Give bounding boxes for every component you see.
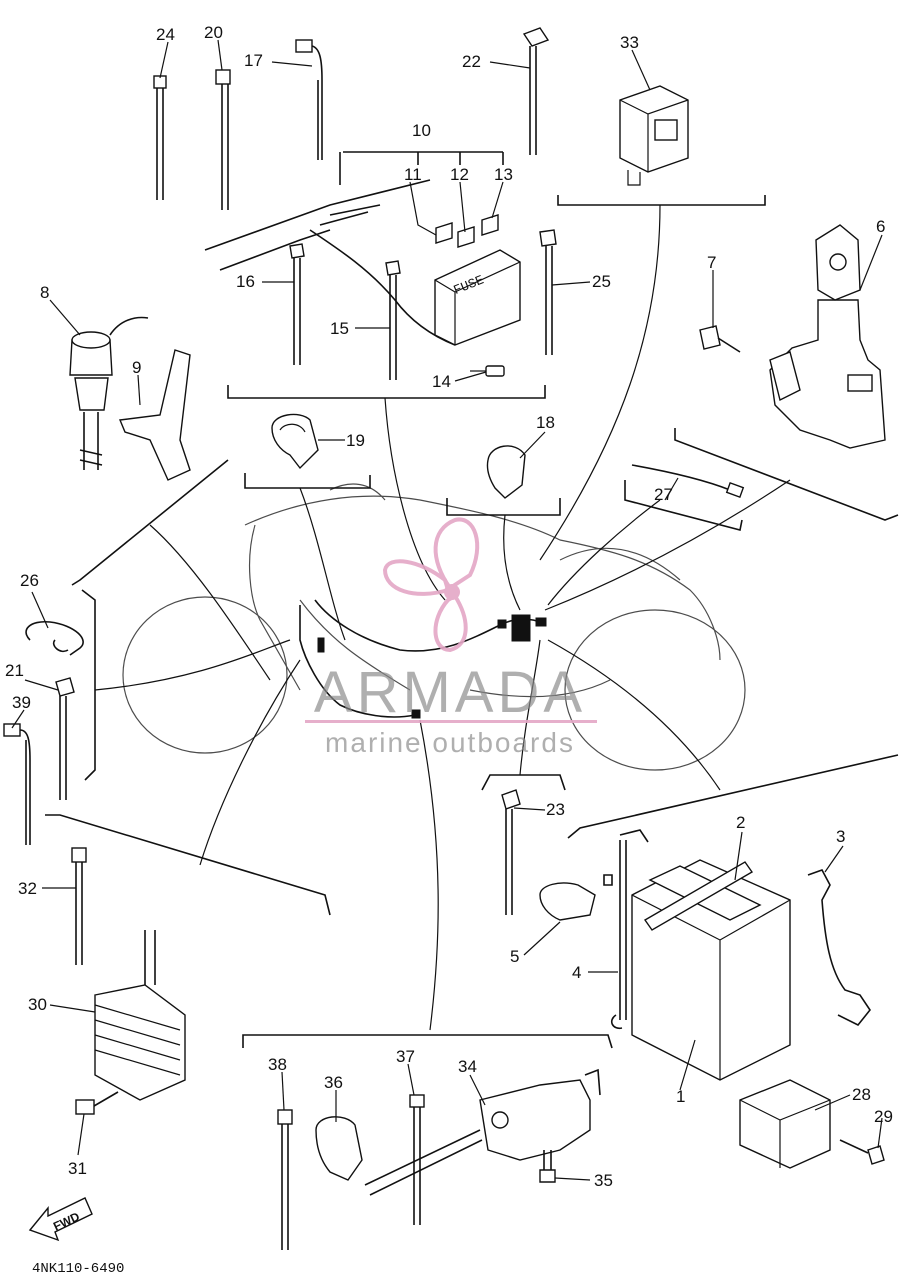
part-label-6: 6 — [876, 217, 885, 236]
part-label-20: 20 — [204, 23, 223, 42]
part-label-30: 30 — [28, 995, 47, 1014]
part-label-15: 15 — [330, 319, 349, 338]
relay-28-icon — [739, 1079, 831, 1169]
part-label-12: 12 — [450, 165, 469, 184]
part-label-37: 37 — [396, 1047, 415, 1066]
part-label-35: 35 — [594, 1171, 613, 1190]
drawing-code: 4NK110-6490 — [32, 1261, 124, 1274]
part-label-3: 3 — [836, 827, 845, 846]
bracket-9-icon — [118, 349, 191, 481]
part-label-38: 38 — [268, 1055, 287, 1074]
part-label-24: 24 — [156, 25, 175, 44]
fuse-box-icon: FUSE — [434, 249, 521, 346]
part-label-8: 8 — [40, 283, 49, 302]
bolt-31-icon — [75, 1091, 119, 1115]
screw-14-icon — [470, 365, 505, 377]
cable-tie-icons — [3, 27, 745, 1250]
watermark-divider — [305, 720, 597, 723]
part-label-27: 27 — [654, 485, 673, 504]
propeller-logo-icon — [382, 517, 480, 653]
fuse-icons — [435, 214, 499, 248]
battery-band-2-icon — [643, 861, 754, 931]
part-label-33: 33 — [620, 33, 639, 52]
screw-35-icon — [539, 1150, 556, 1183]
screw-29-icon — [839, 1139, 885, 1165]
part-label-39: 39 — [12, 693, 31, 712]
clamp-icons — [271, 413, 596, 1181]
part-label-23: 23 — [546, 800, 565, 819]
watermark-brand: ARMADA — [314, 660, 586, 725]
part-label-11: 11 — [404, 165, 422, 184]
part-label-25: 25 — [592, 272, 611, 291]
callout-leaders — [11, 39, 883, 1181]
part-label-28: 28 — [852, 1085, 871, 1104]
part-label-26: 26 — [20, 571, 39, 590]
ignition-switch-icon — [769, 224, 886, 449]
clamp-26-icon — [25, 620, 84, 656]
relay-33-icon — [619, 85, 689, 186]
sensor-8-icon — [69, 316, 149, 470]
part-label-29: 29 — [874, 1107, 893, 1126]
part-label-13: 13 — [494, 165, 513, 184]
part-label-22: 22 — [462, 52, 481, 71]
part-label-21: 21 — [5, 661, 24, 680]
bolt-7-icon — [699, 325, 741, 353]
part-label-10: 10 — [412, 121, 431, 140]
switch-34-icon — [364, 1068, 601, 1196]
main-harness-fuse-area — [204, 179, 456, 346]
part-label-14: 14 — [432, 372, 451, 391]
armada-watermark: ARMADA marine outboards — [305, 517, 597, 758]
part-label-9: 9 — [132, 358, 141, 377]
wire-harness — [299, 599, 547, 719]
part-label-4: 4 — [572, 963, 581, 982]
part-label-36: 36 — [324, 1073, 343, 1092]
part-number-labels: 1 2 3 4 5 6 7 8 9 10 11 12 13 14 15 16 1… — [5, 23, 893, 1190]
part-label-34: 34 — [458, 1057, 477, 1076]
battery-cable-4-icon — [603, 829, 649, 1030]
part-label-5: 5 — [510, 947, 519, 966]
part-label-7: 7 — [707, 253, 716, 272]
part-label-2: 2 — [736, 813, 745, 832]
part-label-1: 1 — [676, 1087, 685, 1106]
watermark-tagline: marine outboards — [325, 727, 575, 758]
part-label-32: 32 — [18, 879, 37, 898]
fwd-arrow-icon: FWD — [28, 1197, 93, 1242]
rectifier-30-icon — [94, 930, 186, 1101]
battery-cable-3-icon — [807, 869, 871, 1027]
motorcycle-outline — [122, 483, 746, 771]
part-label-18: 18 — [536, 413, 555, 432]
part-label-16: 16 — [236, 272, 255, 291]
part-label-17: 17 — [244, 51, 263, 70]
part-label-31: 31 — [68, 1159, 87, 1178]
part-label-19: 19 — [346, 431, 365, 450]
group-brackets — [45, 151, 899, 1049]
